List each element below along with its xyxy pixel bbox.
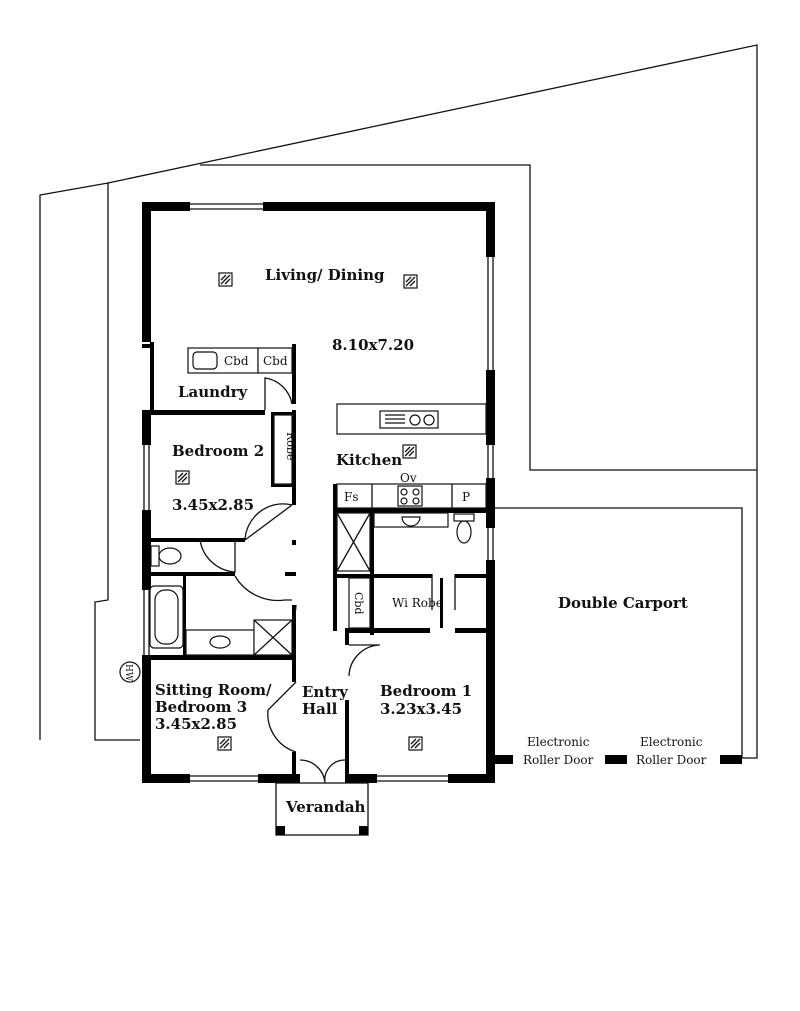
room-labels: Living/ Dining 8.10x7.20 Laundry Bedroom… bbox=[155, 266, 688, 816]
windows bbox=[143, 203, 494, 782]
entry-label-1: Entry bbox=[302, 683, 349, 701]
verandah bbox=[275, 782, 369, 836]
bath-basin-icon bbox=[209, 635, 231, 649]
sitting-label-2: Bedroom 3 bbox=[155, 698, 247, 716]
hot-water-label: HW bbox=[123, 664, 133, 682]
exterior-walls bbox=[142, 202, 742, 783]
wc-toilet-icon bbox=[158, 547, 182, 565]
roller-door-1-line1: Electronic bbox=[527, 735, 590, 749]
sitting-label-1: Sitting Room/ bbox=[155, 681, 272, 699]
doors bbox=[199, 377, 456, 784]
roller-door-2-line2: Roller Door bbox=[636, 753, 707, 767]
robe-label: Robe bbox=[284, 432, 297, 460]
ceiling-markers bbox=[175, 272, 423, 751]
bedroom1-size: 3.23x3.45 bbox=[380, 700, 462, 718]
wirobe-cbd-label: Cbd bbox=[352, 592, 365, 615]
laundry-label: Laundry bbox=[178, 383, 248, 401]
fixture-labels: Cbd Cbd Robe Ov Fs P Wi Robe Cbd HW Elec… bbox=[123, 354, 707, 767]
fridge-label: Fs bbox=[344, 490, 358, 504]
oven-label: Ov bbox=[400, 471, 417, 485]
kitchen-label: Kitchen bbox=[336, 451, 402, 469]
bedroom2-label: Bedroom 2 bbox=[172, 442, 264, 460]
living-size: 8.10x7.20 bbox=[332, 336, 414, 354]
entry-label-2: Hall bbox=[302, 700, 338, 718]
interior-walls bbox=[142, 342, 486, 780]
bedroom1-label: Bedroom 1 bbox=[380, 682, 472, 700]
vanity-basin-icon bbox=[401, 516, 421, 527]
carport-label: Double Carport bbox=[558, 594, 688, 612]
roller-door-2-line1: Electronic bbox=[640, 735, 703, 749]
wirobe-label: Wi Robe bbox=[392, 596, 443, 610]
verandah-label: Verandah bbox=[285, 798, 366, 816]
living-label: Living/ Dining bbox=[265, 266, 385, 284]
bedroom2-size: 3.45x2.85 bbox=[172, 496, 254, 514]
laundry-cbd-label-2: Cbd bbox=[263, 354, 288, 368]
hot-water-icon bbox=[119, 661, 141, 683]
laundry-cbd-label-1: Cbd bbox=[224, 354, 249, 368]
site-boundary bbox=[39, 44, 758, 759]
sitting-size: 3.45x2.85 bbox=[155, 715, 237, 733]
fixtures bbox=[119, 347, 487, 683]
pantry-label: P bbox=[462, 490, 470, 504]
roller-door-1-line2: Roller Door bbox=[523, 753, 594, 767]
ensuite-toilet-icon bbox=[456, 520, 472, 544]
